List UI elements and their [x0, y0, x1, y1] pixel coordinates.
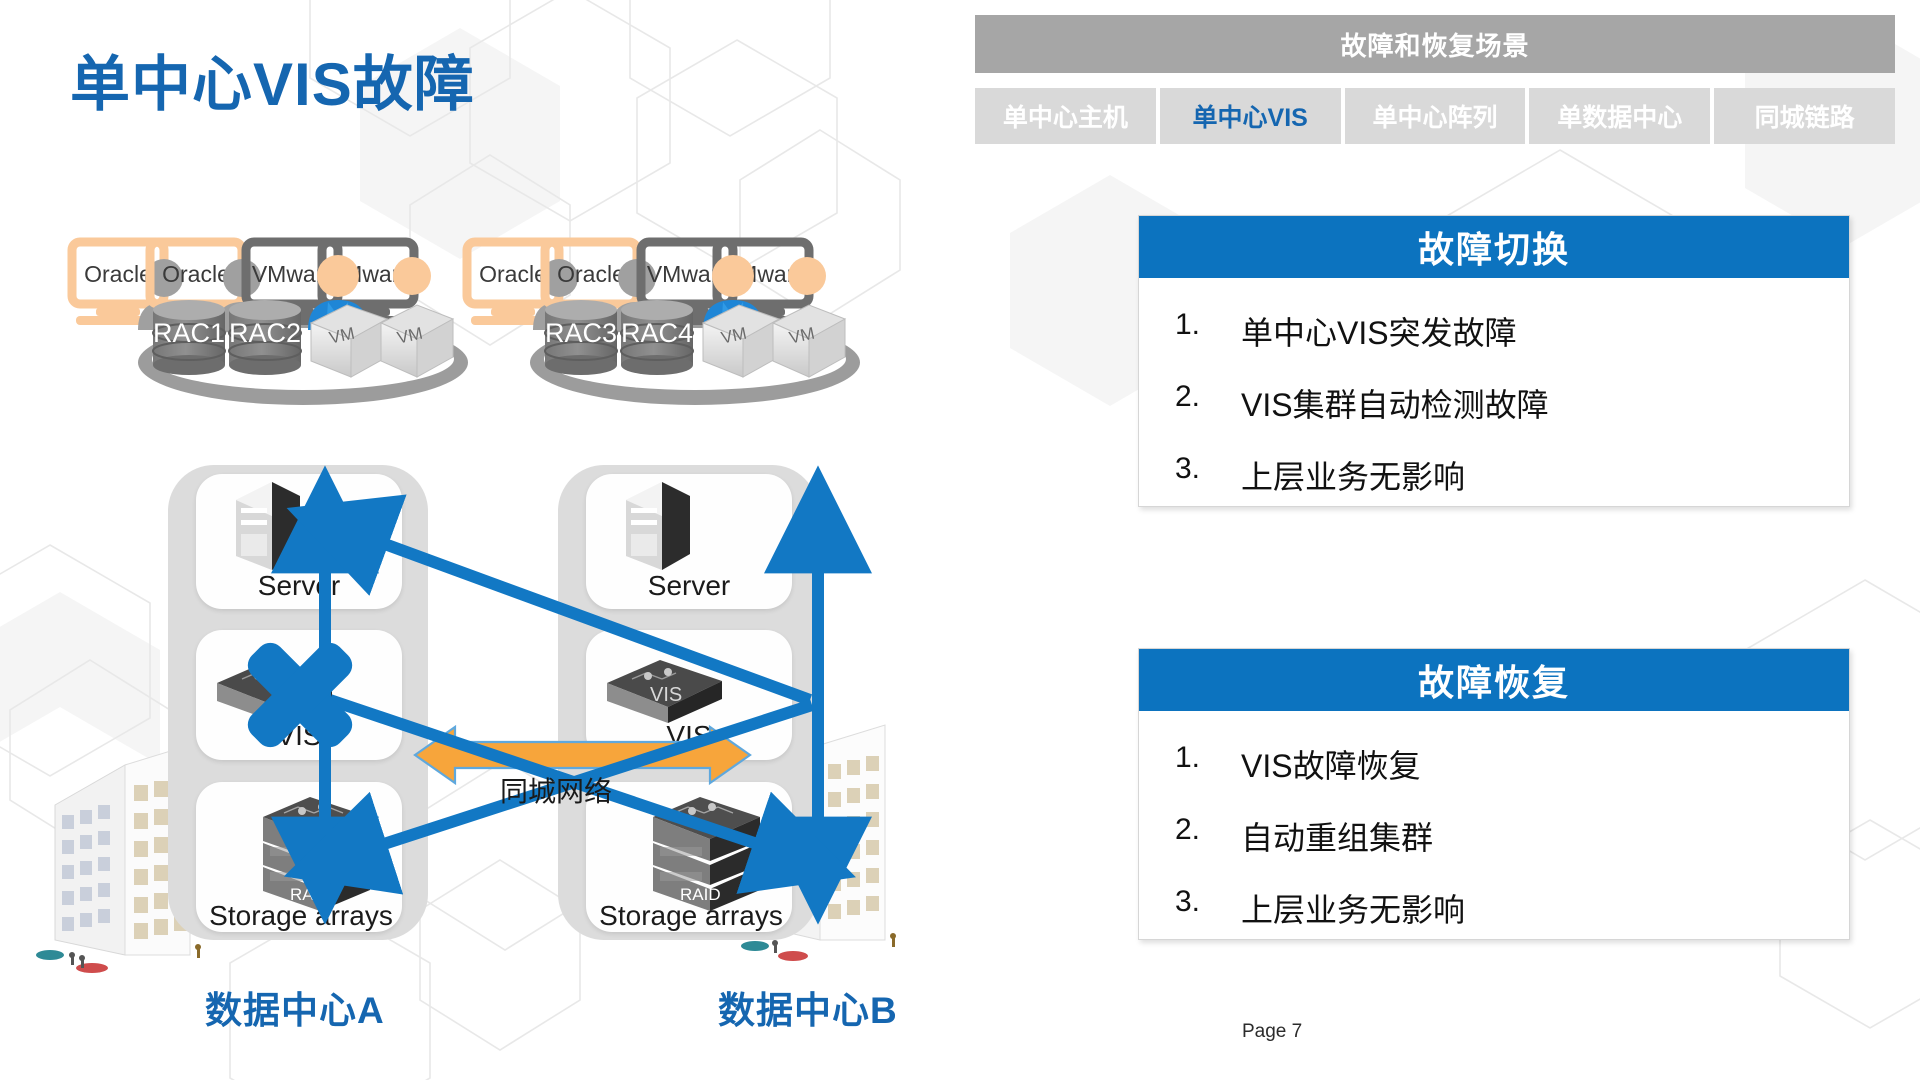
svg-text:RAID: RAID: [680, 885, 721, 904]
svg-text:VM: VM: [395, 324, 424, 348]
storage-vm-cluster-b: RAC3 RAC4 VM VM: [544, 300, 847, 378]
tab-single-datacenter[interactable]: 单数据中心: [1529, 88, 1711, 144]
list-item: 2. VIS集群自动检测故障: [1139, 380, 1849, 426]
failover-panel-body: 1. 单中心VIS突发故障 2. VIS集群自动检测故障 3. 上层业务无影响: [1139, 278, 1849, 534]
recovery-panel-title: 故障恢复: [1139, 649, 1849, 711]
server-label-a: Server: [257, 570, 341, 601]
list-item: 1. VIS故障恢复: [1139, 741, 1849, 787]
vis-appliance-icon: [217, 660, 332, 723]
list-item-number: 1.: [1175, 308, 1201, 341]
vis-label-a: VIS: [276, 720, 322, 751]
recovery-panel: 故障恢复 1. VIS故障恢复 2. 自动重组集群 3. 上层业务无影响: [1138, 648, 1850, 940]
svg-text:Oracle: Oracle: [162, 261, 230, 287]
recovery-panel-body: 1. VIS故障恢复 2. 自动重组集群 3. 上层业务无影响: [1139, 711, 1849, 967]
list-item-text: VIS故障恢复: [1241, 748, 1421, 784]
failover-panel: 故障切换 1. 单中心VIS突发故障 2. VIS集群自动检测故障 3. 上层业…: [1138, 215, 1850, 507]
svg-text:Oracle: Oracle: [479, 261, 547, 287]
server-label-b: Server: [647, 570, 731, 601]
svg-text:Oracle: Oracle: [557, 261, 625, 287]
list-item-text: 自动重组集群: [1241, 820, 1434, 856]
server-icon: [626, 482, 690, 570]
list-item-text: 上层业务无影响: [1241, 892, 1466, 928]
list-item-number: 2.: [1175, 813, 1201, 846]
storage-label-b: Storage arrays: [599, 900, 783, 931]
page-number: Page 7: [1242, 1021, 1303, 1042]
list-item: 1. 单中心VIS突发故障: [1139, 308, 1849, 354]
list-item-number: 1.: [1175, 741, 1201, 774]
svg-text:VM: VM: [327, 324, 356, 348]
datacenter-a-caption: 数据中心A: [205, 990, 385, 1031]
list-item-text: 单中心VIS突发故障: [1241, 315, 1517, 351]
failover-panel-title: 故障切换: [1139, 216, 1849, 278]
vis-appliance-icon: VIS: [607, 660, 722, 723]
server-icon: [236, 482, 300, 570]
list-item-number: 3.: [1175, 452, 1201, 485]
svg-text:RAC2: RAC2: [229, 318, 301, 348]
architecture-diagram: Oracle Oracle VMware VMware: [36, 237, 898, 1031]
svg-text:VIS: VIS: [650, 684, 682, 706]
svg-text:Oracle: Oracle: [84, 261, 152, 287]
list-item: 3. 上层业务无影响: [1139, 452, 1849, 498]
metro-network-label: 同城网络: [500, 776, 613, 807]
svg-text:RAC1: RAC1: [153, 318, 225, 348]
datacenter-b-caption: 数据中心B: [718, 990, 898, 1031]
svg-text:VM: VM: [719, 324, 748, 348]
vis-label-b: VIS: [666, 720, 712, 751]
svg-text:RAC3: RAC3: [545, 318, 617, 348]
svg-text:RAC4: RAC4: [621, 318, 693, 348]
tab-single-center-host[interactable]: 单中心主机: [975, 88, 1156, 144]
tab-single-center-array[interactable]: 单中心阵列: [1344, 88, 1526, 144]
list-item-number: 2.: [1175, 380, 1201, 413]
page-title: 单中心VIS故障: [70, 51, 475, 118]
list-item-number: 3.: [1175, 885, 1201, 918]
storage-vm-cluster-a: RAC1 RAC2 VM V: [152, 300, 455, 378]
list-item: 2. 自动重组集群: [1139, 813, 1849, 859]
svg-text:VM: VM: [787, 324, 816, 348]
list-item-text: 上层业务无影响: [1241, 459, 1466, 495]
scenario-tabs: 单中心主机 单中心VIS 单中心阵列 单数据中心 同城链路: [975, 88, 1895, 144]
tab-metro-link[interactable]: 同城链路: [1714, 88, 1895, 144]
list-item: 3. 上层业务无影响: [1139, 885, 1849, 931]
tab-single-center-vis[interactable]: 单中心VIS: [1159, 88, 1341, 144]
list-item-text: VIS集群自动检测故障: [1241, 387, 1549, 423]
scenario-header: 故障和恢复场景: [975, 15, 1895, 73]
storage-label-a: Storage arrays: [209, 900, 393, 931]
